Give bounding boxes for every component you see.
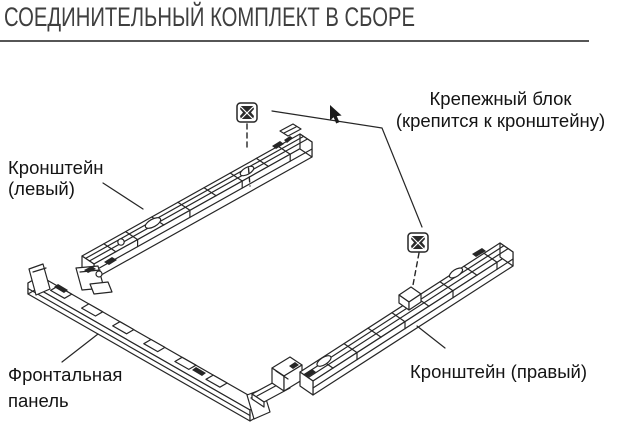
fastening-block-lower-icon	[407, 232, 429, 253]
mouse-cursor-icon	[330, 105, 342, 124]
label-left-bracket: Кронштейн (левый)	[8, 157, 104, 199]
label-right-bracket-line1: Кронштейн (правый)	[410, 361, 588, 382]
label-fastening-block: Крепежный блок (крепится к кронштейну)	[378, 88, 623, 132]
label-front-panel-line2: панель	[8, 390, 69, 411]
label-front-panel: Фронтальная панель	[8, 362, 122, 414]
label-fastening-block-line1: Крепежный блок	[429, 88, 572, 109]
page-title: СОЕДИНИТЕЛЬНЫЙ КОМПЛЕКТ В СБОРЕ	[4, 2, 415, 32]
leader-lines	[61, 110, 446, 363]
label-left-bracket-line2: (левый)	[8, 178, 75, 199]
title-divider-line	[0, 40, 589, 42]
front-panel-drawing	[27, 263, 271, 422]
left-bracket-drawing	[75, 123, 313, 295]
right-bracket-drawing	[251, 242, 514, 408]
leader-line-left-bracket	[102, 182, 144, 210]
dashed-guide-upper-2	[247, 167, 251, 187]
assembly-guide-lines	[246, 123, 420, 286]
leader-line-right-bracket	[416, 325, 446, 349]
fastening-block-upper-icon	[236, 102, 258, 123]
label-left-bracket-line1: Кронштейн	[8, 157, 104, 178]
label-right-bracket: Кронштейн (правый)	[410, 361, 587, 383]
dashed-guide-lower	[412, 252, 420, 286]
label-fastening-block-line2: (крепится к кронштейну)	[395, 110, 606, 131]
leader-line-front-panel	[61, 333, 99, 363]
leader-line-fastening-block	[271, 110, 423, 228]
label-front-panel-line1: Фронтальная	[8, 364, 123, 385]
